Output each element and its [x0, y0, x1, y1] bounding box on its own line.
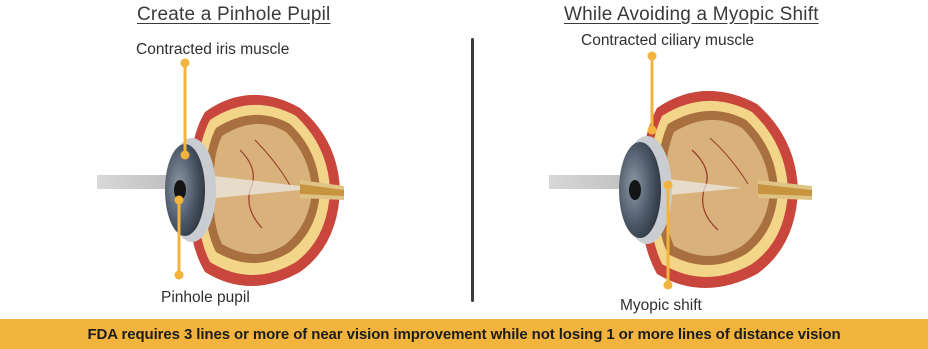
- callout-ciliary-muscle: [647, 51, 657, 135]
- left-eye-diagram: [97, 58, 344, 286]
- label-contracted-ciliary-muscle: Contracted ciliary muscle: [581, 32, 755, 49]
- footer-text: FDA requires 3 lines or more of near vis…: [87, 325, 841, 343]
- right-eye-diagram: [549, 51, 812, 290]
- footer-banner: FDA requires 3 lines or more of near vis…: [0, 319, 928, 349]
- left-panel-title: Create a Pinhole Pupil: [137, 4, 331, 25]
- label-pinhole-pupil: Pinhole pupil: [161, 289, 250, 306]
- panel-divider: [471, 38, 474, 302]
- light-beam: [549, 175, 639, 189]
- light-beam: [97, 175, 179, 189]
- callout-pinhole-pupil: [174, 195, 184, 280]
- callout-myopic-shift: [663, 180, 673, 290]
- label-myopic-shift: Myopic shift: [620, 297, 702, 314]
- callout-iris-muscle: [180, 58, 190, 160]
- label-contracted-iris-muscle: Contracted iris muscle: [136, 41, 290, 58]
- right-panel-title: While Avoiding a Myopic Shift: [564, 4, 819, 25]
